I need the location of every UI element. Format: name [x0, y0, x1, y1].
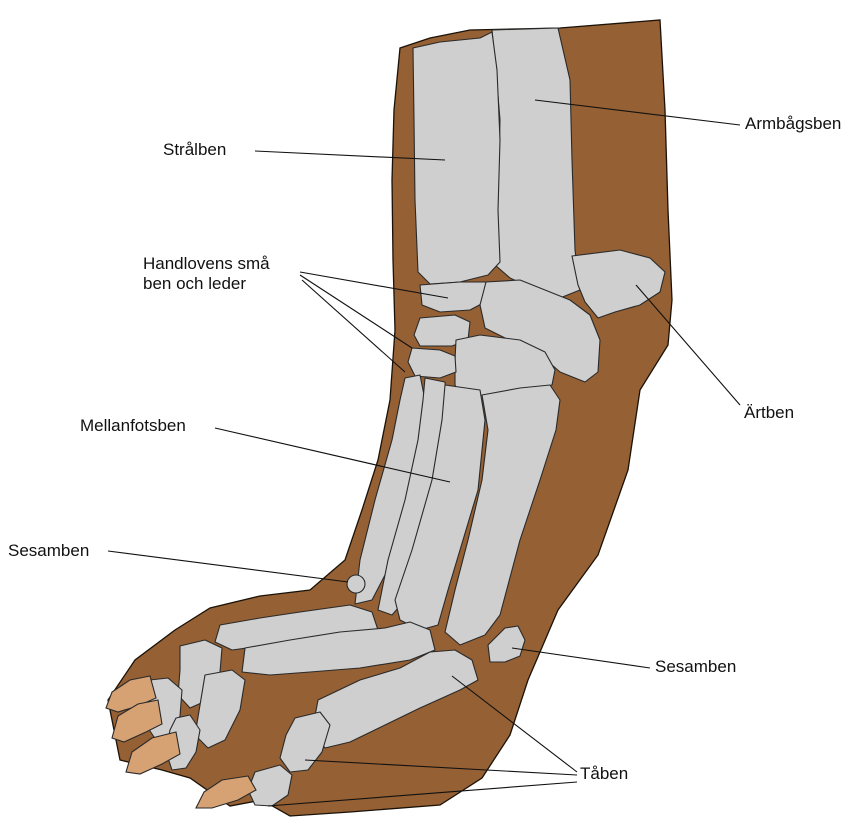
label-accessory-carpal: Ärtben — [744, 403, 794, 423]
label-carpal-line2: ben och leder — [143, 274, 270, 294]
label-carpal-bones: Handlovens små ben och leder — [143, 254, 270, 294]
label-metacarpal: Mellanfotsben — [80, 416, 186, 436]
leader-sesamoid-left — [108, 551, 348, 582]
label-sesamoid-left: Sesamben — [8, 541, 89, 561]
label-carpal-line1: Handlovens små — [143, 254, 270, 274]
label-phalanges: Tåben — [580, 764, 628, 784]
sesamoid-bone-left — [347, 575, 365, 593]
radius-bone — [413, 32, 500, 284]
ulna-bone — [492, 28, 580, 298]
label-ulna: Armbågsben — [745, 114, 841, 134]
label-sesamoid-right: Sesamben — [655, 657, 736, 677]
leader-carpal-3 — [302, 280, 405, 372]
label-radius: Strålben — [163, 140, 226, 160]
